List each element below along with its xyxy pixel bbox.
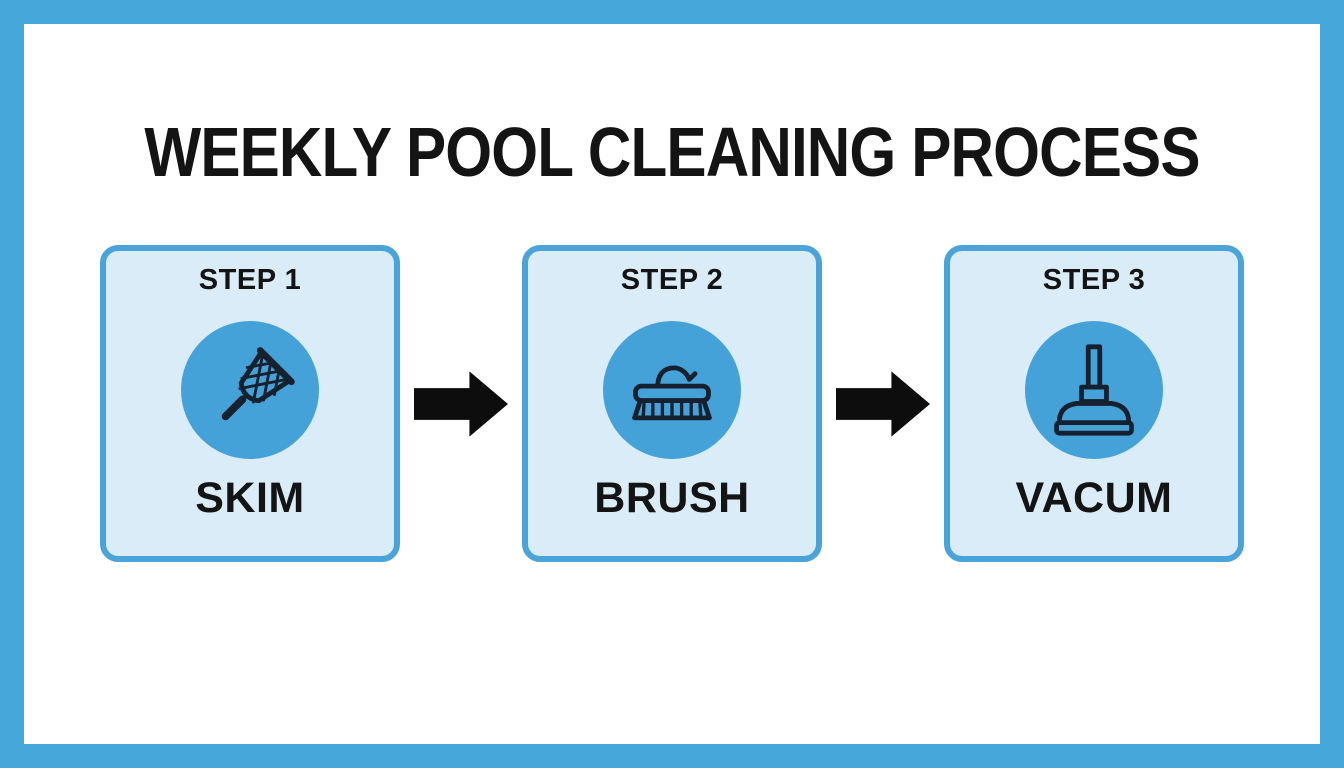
step-name: VACUM [1015, 474, 1173, 522]
icon-badge [1025, 321, 1163, 459]
step-name: SKIM [195, 474, 305, 522]
icon-badge [181, 321, 319, 459]
step-label: STEP 2 [620, 264, 724, 296]
skimmer-net-icon [221, 347, 295, 421]
step-label: STEP 3 [1042, 264, 1146, 296]
arrow-right-icon [836, 370, 930, 437]
step-card-skim: STEP 1 [100, 245, 400, 562]
step-card-vacuum: STEP 3 VACUM [944, 245, 1244, 562]
step-card-brush: STEP 2 BRUSH [522, 245, 822, 562]
page-title: WEEKLY POOL CLEANING PROCESS [144, 113, 1200, 191]
icon-badge [603, 321, 741, 459]
scrub-brush-icon [632, 365, 712, 421]
step-label: STEP 1 [198, 264, 302, 296]
step-name: BRUSH [594, 474, 750, 522]
arrow-right-icon [414, 370, 508, 437]
vacuum-head-icon [1054, 344, 1134, 436]
process-flow-row: STEP 1 [24, 245, 1320, 562]
